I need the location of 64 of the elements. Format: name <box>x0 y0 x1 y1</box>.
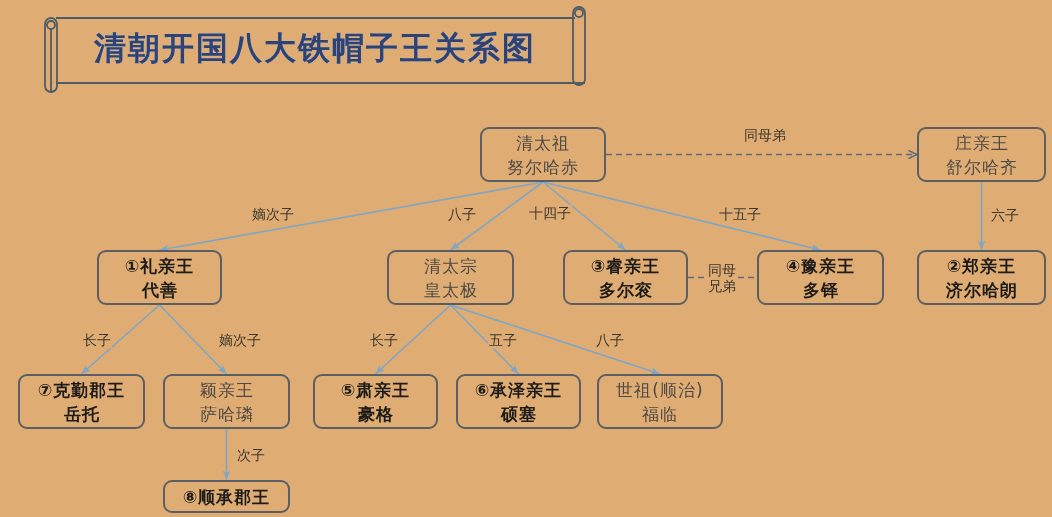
edge-label: 同母兄弟 <box>706 262 738 294</box>
rank-title: ②郑亲王 <box>946 254 1017 277</box>
person-name: 代善 <box>141 278 178 301</box>
person-name: 济尔哈朗 <box>945 278 1018 301</box>
edge-label: 八子 <box>595 332 625 348</box>
rank-title: ⑧顺承郡王 <box>182 485 271 508</box>
person-name: 皇太极 <box>423 278 478 301</box>
edge-label: 五子 <box>488 332 518 348</box>
person-name: 岳托 <box>63 402 100 425</box>
arrow <box>374 304 452 375</box>
rank-title: ⑤肃亲王 <box>340 378 411 401</box>
edge-label: 六子 <box>990 207 1020 223</box>
edge-label: 长子 <box>369 332 399 348</box>
person-name: 萨哈璘 <box>199 402 254 425</box>
diagram-title: 清朝开国八大铁帽子王关系图 <box>94 28 536 68</box>
rank-title: 颖亲王 <box>199 378 254 401</box>
rank-title: 庄亲王 <box>954 131 1009 154</box>
person-name: 舒尔哈齐 <box>945 155 1018 178</box>
person-name: 努尔哈赤 <box>507 155 579 178</box>
edge-label: 嫡次子 <box>218 332 262 348</box>
edge-label: 嫡次子 <box>251 206 295 222</box>
edge-label: 次子 <box>236 447 266 463</box>
rank-title: ①礼亲王 <box>124 254 195 277</box>
rank-title: ⑥承泽亲王 <box>474 378 563 401</box>
person-box <box>757 250 884 305</box>
rank-title: ③睿亲王 <box>590 254 661 277</box>
rank-title: ⑦克勤郡王 <box>37 378 126 401</box>
arrow <box>158 304 228 375</box>
rank-title: 清太宗 <box>423 254 478 277</box>
edge-label: 同母弟 <box>743 127 787 143</box>
person-box <box>313 374 438 429</box>
arrow <box>222 428 231 481</box>
arrow <box>158 181 544 252</box>
person-box <box>917 127 1046 182</box>
person-box <box>163 374 290 429</box>
person-box <box>97 250 222 305</box>
person-name: 多铎 <box>802 278 839 301</box>
rank-title: 世祖(顺治) <box>616 378 704 401</box>
person-box <box>18 374 145 429</box>
arrow <box>605 149 918 160</box>
arrow <box>542 181 822 252</box>
arrow <box>449 304 661 375</box>
edge-label: 长子 <box>82 332 112 348</box>
person-box <box>480 127 606 182</box>
person-box <box>387 250 514 305</box>
person-box <box>563 250 688 305</box>
person-box <box>917 250 1046 305</box>
rank-title: ④豫亲王 <box>785 254 856 277</box>
rank-title: 清太祖 <box>516 131 570 154</box>
person-name: 多尔衮 <box>598 278 653 301</box>
arrow <box>542 181 627 251</box>
edge-label: 八子 <box>447 206 477 222</box>
person-name: 硕塞 <box>500 402 537 425</box>
arrow <box>449 181 544 251</box>
arrow <box>80 304 161 375</box>
person-box <box>597 374 723 429</box>
edge-label: 十五子 <box>718 206 762 222</box>
arrow <box>977 181 986 251</box>
person-box <box>456 374 581 429</box>
arrow <box>449 304 520 375</box>
edge-label: 十四子 <box>528 205 572 221</box>
person-box <box>163 480 290 513</box>
person-name: 福临 <box>642 402 678 425</box>
person-name: 豪格 <box>357 402 394 425</box>
